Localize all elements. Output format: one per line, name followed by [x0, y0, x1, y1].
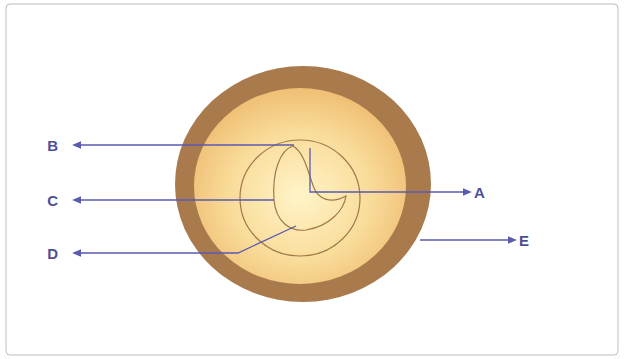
part-label: B: [47, 138, 58, 153]
leader-line: [310, 148, 468, 192]
seed-coat: [175, 66, 431, 302]
frame: [6, 4, 618, 355]
leader-line: [76, 144, 294, 145]
part-label: E: [519, 233, 529, 248]
part-label: D: [47, 246, 58, 261]
leader-line: [76, 199, 274, 200]
part-label: A: [474, 185, 485, 200]
part-label: C: [47, 193, 58, 208]
leader-line: [420, 239, 513, 240]
embryo-outline: [240, 140, 360, 256]
leader-line: [76, 226, 296, 253]
endosperm: [194, 88, 406, 284]
